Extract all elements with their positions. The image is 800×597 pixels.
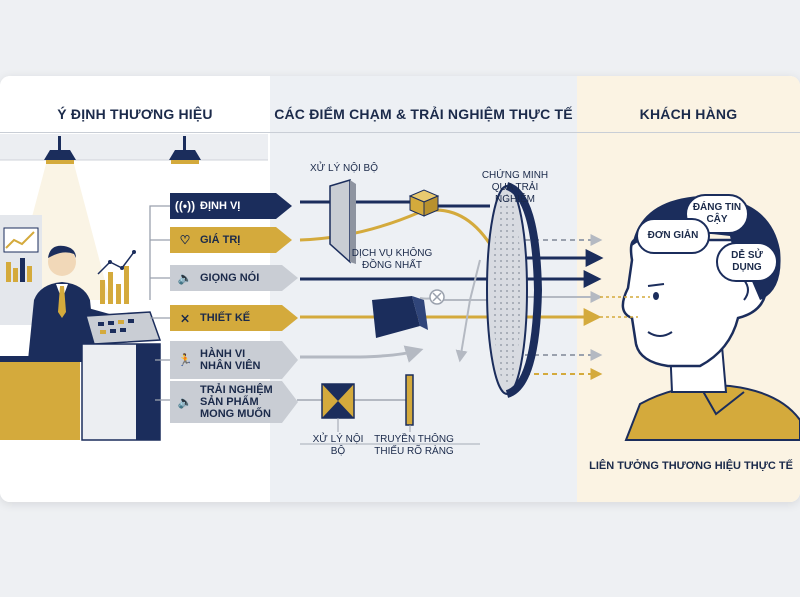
- badge-design: ⨯ THIẾT KẾ: [170, 305, 298, 331]
- badge-product-experience: 🔈 TRẢI NGHIỆM SẢN PHẨM MONG MUỐN: [170, 381, 298, 423]
- internal-processing-plate: [329, 178, 356, 264]
- brand-intent-title: Ý ĐỊNH THƯƠNG HIỆU: [57, 106, 213, 122]
- proof-disc: [486, 182, 543, 398]
- office-scene: [0, 134, 268, 441]
- badge-positioning-label: ĐỊNH VỊ: [200, 200, 241, 212]
- running-person-icon: 🏃: [177, 353, 193, 367]
- cloud-easy-to-use: DỄ SỬ DỤNG: [716, 242, 778, 282]
- hourglass-box-icon: [321, 383, 355, 432]
- internal-processing-bottom-label: XỬ LÝ NỘI BỘ: [312, 434, 364, 457]
- cloud-simple: ĐƠN GIẢN: [636, 218, 710, 254]
- proof-by-experience-label: CHỨNG MINH QUA TRẢI NGHIỆM: [481, 170, 549, 205]
- header-divider-mid: [270, 132, 577, 133]
- broadcast-icon: ((•)): [174, 199, 196, 213]
- header-divider-right: [577, 132, 800, 133]
- speaker-icon: 🔈: [177, 395, 193, 409]
- badge-positioning: ((•)) ĐỊNH VỊ: [170, 193, 292, 219]
- touchpoints-title: CÁC ĐIỂM CHẠM & TRẢI NGHIỆM THỰC TẾ: [274, 106, 573, 122]
- communication-barrier: [405, 374, 414, 432]
- badge-product-experience-label: TRẢI NGHIỆM SẢN PHẨM MONG MUỐN: [200, 384, 273, 420]
- badge-connectors: [149, 205, 170, 401]
- badge-voice-label: GIỌNG NÓI: [200, 272, 260, 284]
- badge-values-label: GIÁ TRỊ: [200, 234, 241, 246]
- blocked-x-icon: [429, 289, 445, 305]
- unclear-communication-label: TRUYỀN THÔNG THIẾU RÕ RÀNG: [374, 434, 454, 457]
- badge-staff-behavior: 🏃 HÀNH VI NHÂN VIÊN: [170, 341, 298, 379]
- badge-design-label: THIẾT KẾ: [200, 312, 251, 324]
- internal-processing-top-label: XỬ LÝ NỘI BỘ: [310, 163, 379, 174]
- speaker-icon: 🔈: [177, 271, 193, 285]
- badge-voice: 🔈 GIỌNG NÓI: [170, 265, 298, 291]
- design-icon: ⨯: [179, 311, 191, 325]
- badge-staff-behavior-label: HÀNH VI NHÂN VIÊN: [200, 348, 261, 372]
- header-divider-left: [0, 132, 270, 133]
- customer-title: KHÁCH HÀNG: [639, 106, 738, 122]
- actual-brand-association-label: LIÊN TƯỞNG THƯƠNG HIỆU THỰC TẾ: [589, 460, 793, 472]
- filter-block-icon: [372, 296, 428, 338]
- badge-values: ♡ GIÁ TRỊ: [170, 227, 292, 253]
- inconsistent-service-label: DỊCH VỤ KHÔNG ĐỒNG NHẤT: [351, 248, 433, 271]
- cube-icon: [408, 189, 440, 217]
- heart-icon: ♡: [179, 233, 191, 247]
